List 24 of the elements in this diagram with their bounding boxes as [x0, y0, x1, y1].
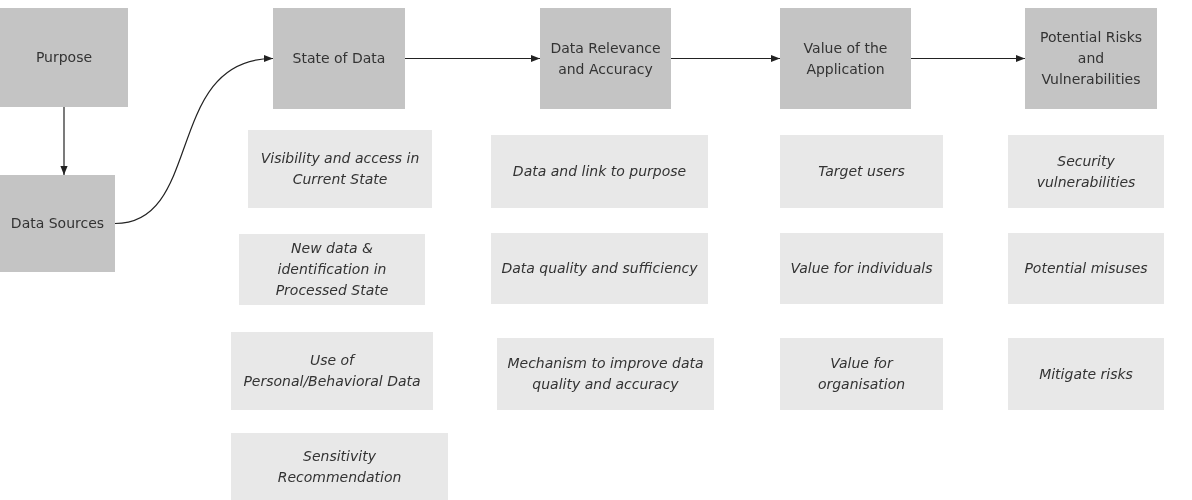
criterion-box: Data quality and sufficiency [491, 233, 708, 304]
arrow [670, 54, 781, 63]
arrow [404, 54, 541, 63]
process-box: Data Relevance and Accuracy [540, 8, 671, 109]
arrow [910, 54, 1026, 63]
process-box: State of Data [273, 8, 405, 109]
criterion-box: Value for organisation [780, 338, 943, 410]
criterion-box: Potential misuses [1008, 233, 1164, 304]
criterion-box: Security vulnerabilities [1008, 135, 1164, 208]
arrow [60, 106, 68, 176]
criterion-box: Visibility and access in Current State [248, 130, 432, 208]
criterion-box: Mechanism to improve data quality and accuracy [497, 338, 714, 410]
process-box: Value of the Application [780, 8, 911, 109]
process-box: Purpose [0, 8, 128, 107]
criterion-box: Data and link to purpose [491, 135, 708, 208]
criterion-box: Target users [780, 135, 943, 208]
criterion-box: Value for individuals [780, 233, 943, 304]
arrow [114, 56, 274, 225]
criterion-box: Mitigate risks [1008, 338, 1164, 410]
process-box: Data Sources [0, 175, 115, 272]
criterion-box: Use of Personal/Behavioral Data [231, 332, 433, 410]
process-box: Potential Risks and Vulnerabilities [1025, 8, 1157, 109]
criterion-box: New data & identification in Processed State [239, 234, 425, 305]
criterion-box: Sensitivity Recommendation [231, 433, 448, 500]
